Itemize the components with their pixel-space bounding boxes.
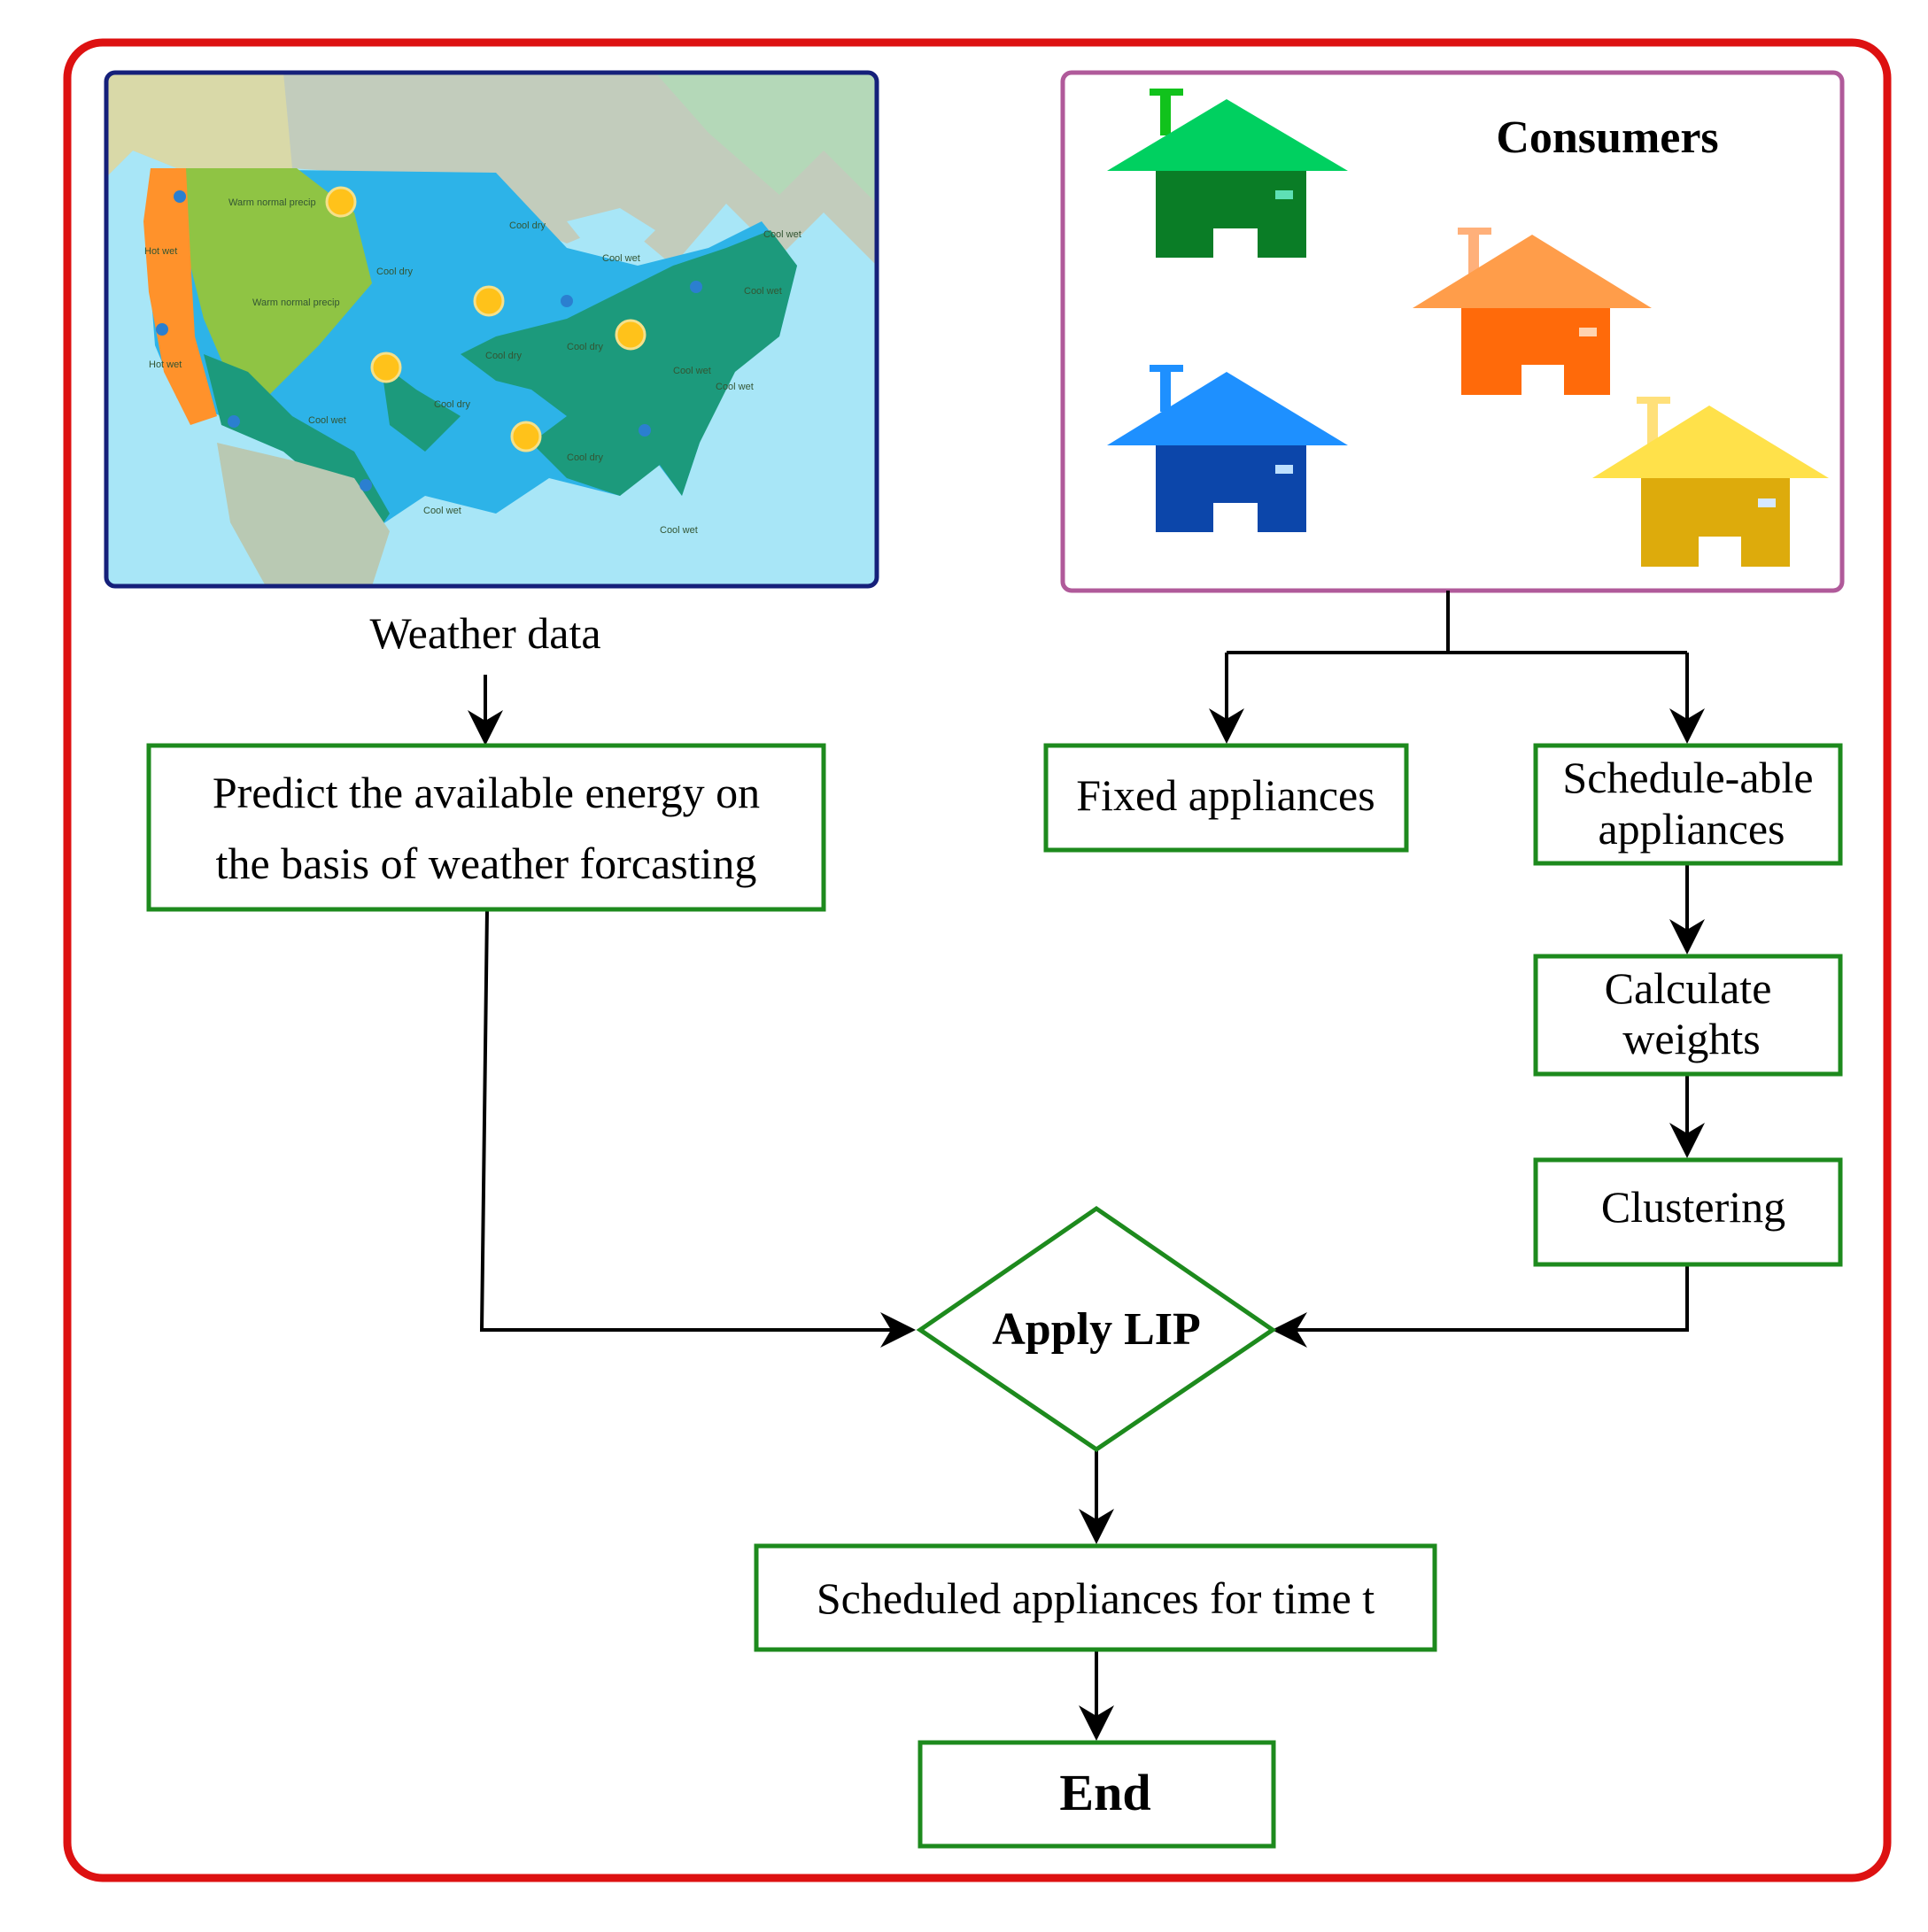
map-label: Cool wet [308,415,346,426]
map-label: Cool wet [716,382,754,392]
map-label: Cool wet [744,286,782,297]
clustering-label: Clustering [1601,1182,1785,1232]
map-label: Cool wet [660,525,698,536]
map-label: Cool dry [509,220,546,231]
schedulable-line1: Schedule-able [1562,753,1813,802]
map-label: Cool wet [602,253,640,264]
end-box: End [918,1740,1276,1849]
map-label: Cool dry [567,452,603,463]
end-label: End [1059,1764,1150,1821]
map-label: Cool dry [434,399,470,410]
weather-map-border [104,70,879,589]
calculate-weights-box: Calculate weights [1533,954,1843,1077]
map-label: Warm normal precip [228,197,316,208]
weights-line1: Calculate [1605,963,1772,1013]
map-label: Cool wet [423,506,461,516]
arrow-clustering-to-lip [1272,1264,1689,1348]
weather-map: Warm normal precip Warm normal precip Ho… [106,73,877,586]
fixed-appliances-label: Fixed appliances [1076,770,1374,820]
map-label: Warm normal precip [252,298,340,308]
map-label: Cool wet [763,229,801,240]
apply-lip-label: Apply LIP [992,1304,1201,1355]
house-icon [1107,365,1348,532]
predict-line2: the basis of weather forcasting [216,838,757,888]
outer-frame [63,38,1892,1882]
clustering-box: Clustering [1533,1157,1843,1267]
map-label: Cool dry [485,351,522,361]
schedulable-line2: appliances [1598,804,1785,854]
consumers-title: Consumers [1496,112,1718,163]
predict-line1: Predict the available energy on [213,768,760,817]
weather-data-caption: Weather data [369,608,600,658]
map-label: Cool dry [376,267,413,277]
map-label: Hot wet [149,359,182,370]
apply-lip-decision: Apply LIP [916,1205,1277,1453]
arrow-predict-to-lip [479,908,916,1348]
house-icon [1592,397,1829,567]
scheduled-appliances-label: Scheduled appliances for time t [817,1573,1374,1623]
fixed-appliances-box: Fixed appliances [1043,743,1409,853]
predict-box: Predict the available energy on the basi… [146,743,826,912]
house-icon [1413,228,1652,395]
map-label: Cool wet [673,366,711,376]
weights-line2: weights [1622,1014,1761,1063]
map-label: Cool dry [567,342,603,352]
scheduled-appliances-box: Scheduled appliances for time t [754,1543,1437,1652]
house-icon [1107,89,1348,258]
schedulable-appliances-box: Schedule-able appliances [1533,743,1843,866]
map-label: Hot wet [144,246,177,257]
